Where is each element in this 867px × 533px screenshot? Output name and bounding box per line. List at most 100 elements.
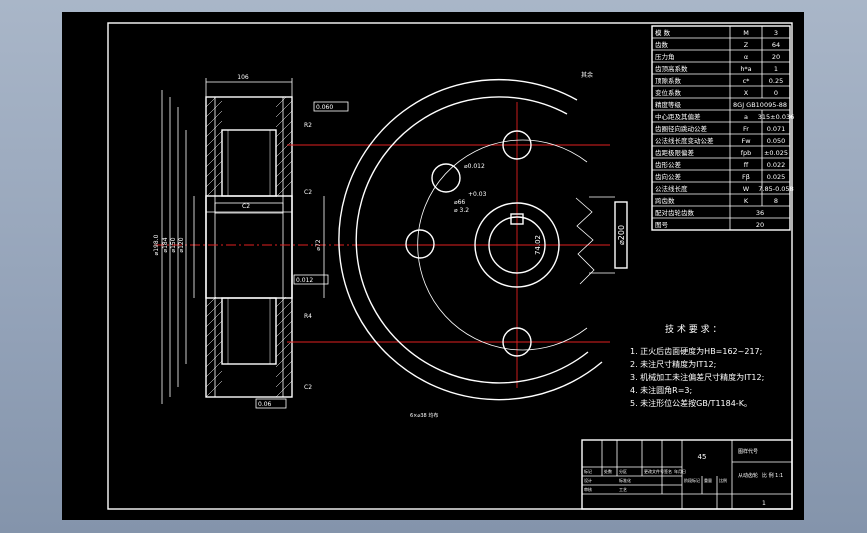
tech-requirements: 1. 正火后齿面硬度为HB=162~217; 2. 未注尺寸精度为IT12; 3. … <box>630 346 764 408</box>
param-symbol: α <box>744 53 748 61</box>
dim-width-top: 106 <box>237 74 249 81</box>
param-symbol: Fw <box>741 137 751 145</box>
dim-outer: ⌀198.0 <box>153 234 160 255</box>
label-r4: R4 <box>304 313 312 320</box>
param-symbol: M <box>743 29 749 37</box>
tb-c6: 年月日 <box>674 468 686 474</box>
param-symbol: K <box>744 197 749 205</box>
param-name: 齿圈径向跳动公差 <box>655 124 708 133</box>
param-symbol: h*a <box>740 65 751 73</box>
param-name: 顶隙系数 <box>655 76 682 85</box>
param-symbol: W <box>743 185 750 193</box>
tb-c4: 更改文件号 <box>644 468 664 474</box>
hole-tol: ⌀0.012 <box>464 163 485 170</box>
label-c2-a: C2 <box>304 189 312 196</box>
param-value: 0.050 <box>767 137 786 145</box>
drawing-border <box>107 22 793 510</box>
param-symbol: X <box>744 89 749 97</box>
plus-tol: +0.03 <box>468 191 487 198</box>
param-value: 0 <box>774 89 778 97</box>
tb-d1: 设计 <box>584 477 592 483</box>
tb-c3: 分区 <box>619 468 627 474</box>
tb-part: 从动齿轮 <box>738 472 758 479</box>
keyway-dim: 74.02 <box>534 235 542 255</box>
param-name: 精度等级 <box>655 100 682 109</box>
param-value: 8GJ GB10095-88 <box>733 101 787 109</box>
tb-f3: 比例 <box>719 477 727 483</box>
tech-item: 1. 正火后齿面硬度为HB=162~217; <box>630 346 762 356</box>
tb-sheet: 1 <box>762 500 766 507</box>
tb-scale: 比 例 1:1 <box>762 472 783 479</box>
tb-e1: 审核 <box>584 486 592 492</box>
tb-material: 45 <box>698 453 707 461</box>
tb-f1: 阶段标记 <box>684 477 700 483</box>
dim-c: ⌀120 <box>178 237 185 252</box>
param-name: 齿形公差 <box>655 160 682 169</box>
tb-f2: 重量 <box>704 477 712 483</box>
param-value: 0.071 <box>767 125 786 133</box>
param-symbol: ff <box>744 161 749 169</box>
tb-drawing-label: 图样代号 <box>738 448 758 455</box>
param-value: ±0.025 <box>764 149 788 157</box>
label-c2-b: C2 <box>242 203 250 210</box>
tech-item: 3. 机械加工未注偏差尺寸精度为IT12; <box>630 372 764 382</box>
tech-item: 5. 未注形位公差按GB/T1184-K。 <box>630 398 752 408</box>
param-symbol: Fβ <box>742 173 750 181</box>
param-name: 公法线长度 <box>655 184 688 193</box>
param-symbol: fpb <box>741 149 752 157</box>
param-name: 图号 <box>655 221 669 229</box>
tech-item: 4. 未注圆角R=3; <box>630 385 692 395</box>
gear-section-view <box>154 78 362 409</box>
rough-mark: ⌀ 3.2 <box>454 207 469 214</box>
gear-front-view <box>287 78 628 401</box>
param-name: 齿向公差 <box>655 172 682 181</box>
param-symbol: Z <box>744 41 749 49</box>
param-name: 变位系数 <box>655 88 682 97</box>
param-value: 315±0.036 <box>758 113 794 121</box>
param-value: 20 <box>756 221 764 229</box>
side-dim: ⌀200 <box>617 225 626 245</box>
param-name: 压力角 <box>655 52 675 61</box>
param-value: 7.85-0.058 <box>758 185 793 193</box>
tech-item: 2. 未注尺寸精度为IT12; <box>630 359 716 369</box>
param-value: 0.25 <box>769 77 783 85</box>
param-value: 64 <box>772 41 780 49</box>
bottom-note: 6×⌀38 均布 <box>410 412 438 419</box>
param-name: 模 数 <box>655 28 671 37</box>
param-value: 8 <box>774 197 778 205</box>
param-symbol: Fr <box>743 125 749 133</box>
dim-mid: ⌀72 <box>315 239 322 250</box>
param-name: 跨齿数 <box>655 196 675 205</box>
param-value: 0.025 <box>767 173 786 181</box>
param-name: 齿距极限偏差 <box>655 148 695 157</box>
dim-left: ⌀184 <box>162 237 169 252</box>
parameter-table <box>651 25 791 231</box>
param-value: 0.022 <box>767 161 786 169</box>
param-symbol: c* <box>743 77 751 85</box>
cad-drawing: 106 0.060 0.012 0.06 R2 C2 C2 R4 C2 ⌀198… <box>62 12 804 520</box>
tol-bottom: 0.06 <box>258 401 272 408</box>
tech-title: 技 术 要 求 ： <box>665 323 721 335</box>
roughness-other: 其余 <box>581 71 593 79</box>
title-block <box>581 439 793 510</box>
param-value: 36 <box>756 209 764 217</box>
tol-top: 0.060 <box>316 104 333 111</box>
tb-c2: 处数 <box>604 468 612 474</box>
dim-b: ⌀150 <box>170 237 177 252</box>
param-name: 公法线长度变动公差 <box>655 136 714 145</box>
tb-c1: 标记 <box>584 468 592 474</box>
hub-dia: ⌀66 <box>454 199 465 206</box>
tb-c5: 签名 <box>664 468 672 474</box>
drawing-svg: 106 0.060 0.012 0.06 R2 C2 C2 R4 C2 ⌀198… <box>107 22 794 510</box>
param-value: 1 <box>774 65 778 73</box>
tb-e2: 工艺 <box>619 487 627 492</box>
param-name: 齿顶高系数 <box>655 64 688 73</box>
param-value: 20 <box>772 53 780 61</box>
param-name: 齿数 <box>655 40 669 49</box>
label-r2: R2 <box>304 122 312 129</box>
tb-d2: 标准化 <box>619 477 631 483</box>
param-symbol: a <box>744 113 748 121</box>
tol-mid: 0.012 <box>296 277 313 284</box>
param-name: 中心距及其偏差 <box>655 112 701 121</box>
